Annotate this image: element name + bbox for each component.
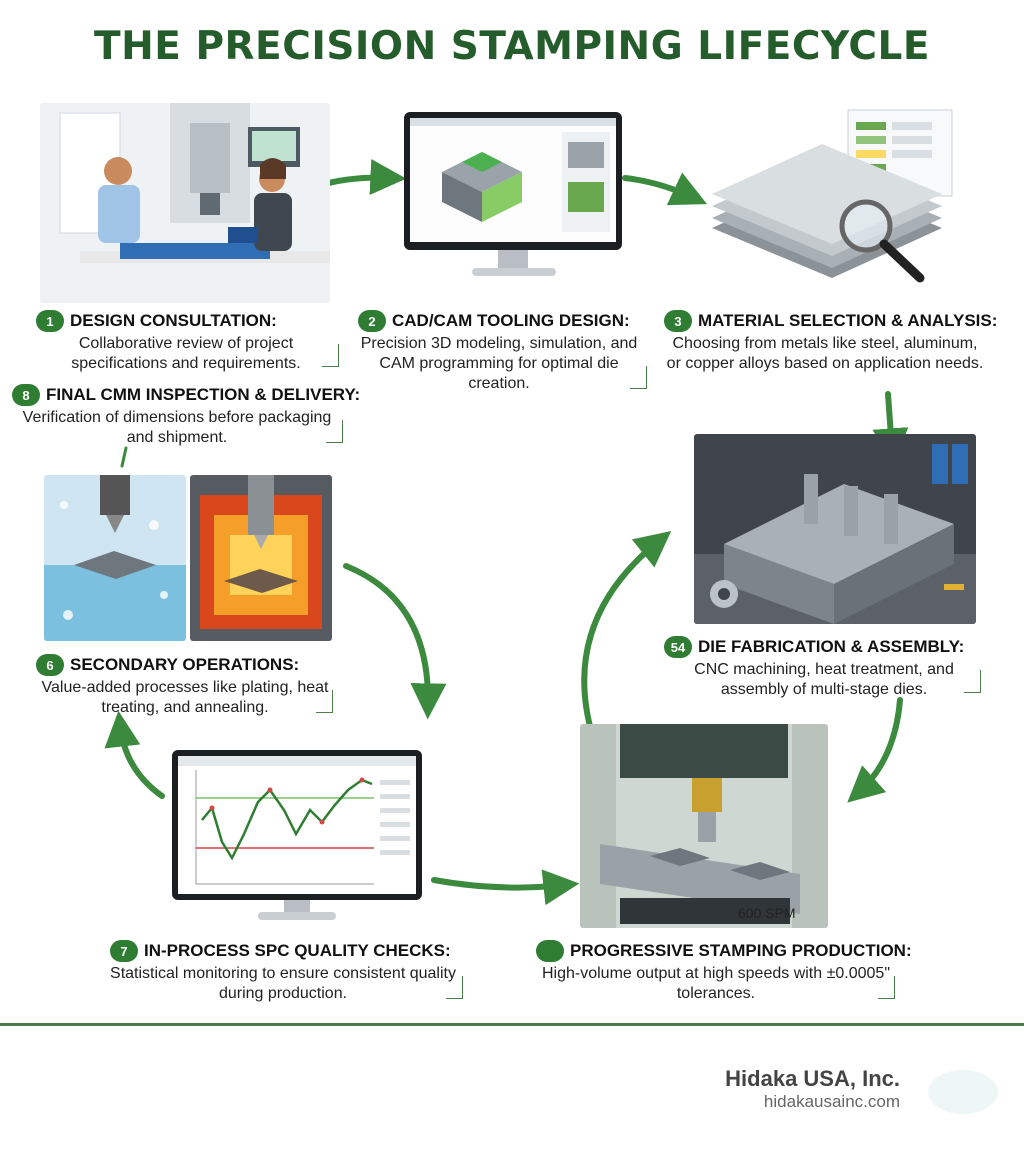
- step-number-badge: 7: [110, 940, 138, 962]
- step-2: 2 CAD/CAM TOOLING DESIGN: Precision 3D mo…: [358, 310, 640, 394]
- bracket: [322, 344, 339, 367]
- design-consultation-image: [40, 103, 330, 303]
- step-6: 6 SECONDARY OPERATIONS: Value-added proce…: [36, 654, 334, 718]
- step-number-badge: 6: [36, 654, 64, 676]
- step-title: DESIGN CONSULTATION:: [70, 311, 277, 330]
- arrow-4-to-5: [847, 697, 903, 803]
- step-4: 54 DIE FABRICATION & ASSEMBLY: CNC machin…: [664, 636, 984, 700]
- plating-bath-image: [44, 475, 186, 641]
- page-title: THE PRECISION STAMPING LIFECYCLE: [93, 24, 931, 69]
- company-name: Hidaka USA, Inc.: [725, 1066, 900, 1091]
- die-assembly-image: [694, 434, 976, 624]
- step-8: 8 FINAL CMM INSPECTION & DELIVERY: Verifi…: [12, 384, 360, 448]
- step-number-badge: 8: [12, 384, 40, 406]
- step-description: Statistical monitoring to ensure consist…: [110, 965, 456, 1002]
- bracket: [446, 976, 463, 999]
- press-label: 600 SPM: [738, 905, 796, 921]
- step-number-badge: 1: [36, 310, 64, 332]
- step-number-badge: 3: [664, 310, 692, 332]
- step-number-badge: 54: [664, 636, 692, 658]
- step-5: PROGRESSIVE STAMPING PRODUCTION: High-vo…: [536, 940, 912, 1004]
- step-title: IN-PROCESS SPC QUALITY CHECKS:: [144, 941, 451, 960]
- arrow-2-to-3: [622, 172, 708, 206]
- step-title: MATERIAL SELECTION & ANALYSIS:: [698, 311, 998, 330]
- step-1: 1 DESIGN CONSULTATION: Collaborative revi…: [36, 310, 336, 374]
- step-description: Choosing from metals like steel, aluminu…: [666, 335, 984, 372]
- step-description: CNC machining, heat treatment, and assem…: [694, 661, 954, 698]
- cad-monitor-image: [402, 112, 624, 290]
- bracket: [326, 420, 343, 443]
- step-7: 7 IN-PROCESS SPC QUALITY CHECKS: Statisti…: [110, 940, 456, 1004]
- bracket: [630, 366, 647, 389]
- spc-monitor-image: [172, 750, 422, 928]
- arrow-secondary-to-spc: [343, 563, 447, 720]
- stamping-press-image: 600 SPM: [580, 724, 828, 928]
- step-title: CAD/CAM TOOLING DESIGN:: [392, 311, 630, 330]
- step-description: Collaborative review of project specific…: [71, 335, 301, 372]
- arrow-to-8: [120, 446, 128, 468]
- step-title: DIE FABRICATION & ASSEMBLY:: [698, 637, 965, 656]
- step-title: FINAL CMM INSPECTION & DELIVERY:: [46, 385, 361, 404]
- step-number-badge: 2: [358, 310, 386, 332]
- step-number-badge: [536, 940, 564, 962]
- step-3: 3 MATERIAL SELECTION & ANALYSIS: Choosing…: [664, 310, 997, 374]
- heat-treat-furnace-image: [190, 475, 332, 641]
- arrow-7-to-5: [431, 869, 580, 906]
- step-description: Verification of dimensions before packag…: [22, 409, 332, 446]
- arrow-spc-to-6: [104, 710, 165, 799]
- step-title: SECONDARY OPERATIONS:: [70, 655, 300, 674]
- material-sheets-image: [708, 108, 954, 298]
- step-title: PROGRESSIVE STAMPING PRODUCTION:: [570, 941, 912, 960]
- step-description: Precision 3D modeling, simulation, and C…: [360, 335, 638, 392]
- bracket: [878, 976, 895, 999]
- step-description: High-volume output at high speeds with ±…: [541, 965, 890, 1002]
- bracket: [964, 670, 981, 693]
- footer-divider: [0, 1023, 1024, 1026]
- company-website: hidakausainc.com: [763, 1092, 900, 1111]
- company-logo: [928, 1070, 998, 1114]
- bracket: [316, 690, 333, 713]
- arrow-5-to-4: [581, 530, 672, 737]
- step-description: Value-added processes like plating, heat…: [41, 679, 329, 716]
